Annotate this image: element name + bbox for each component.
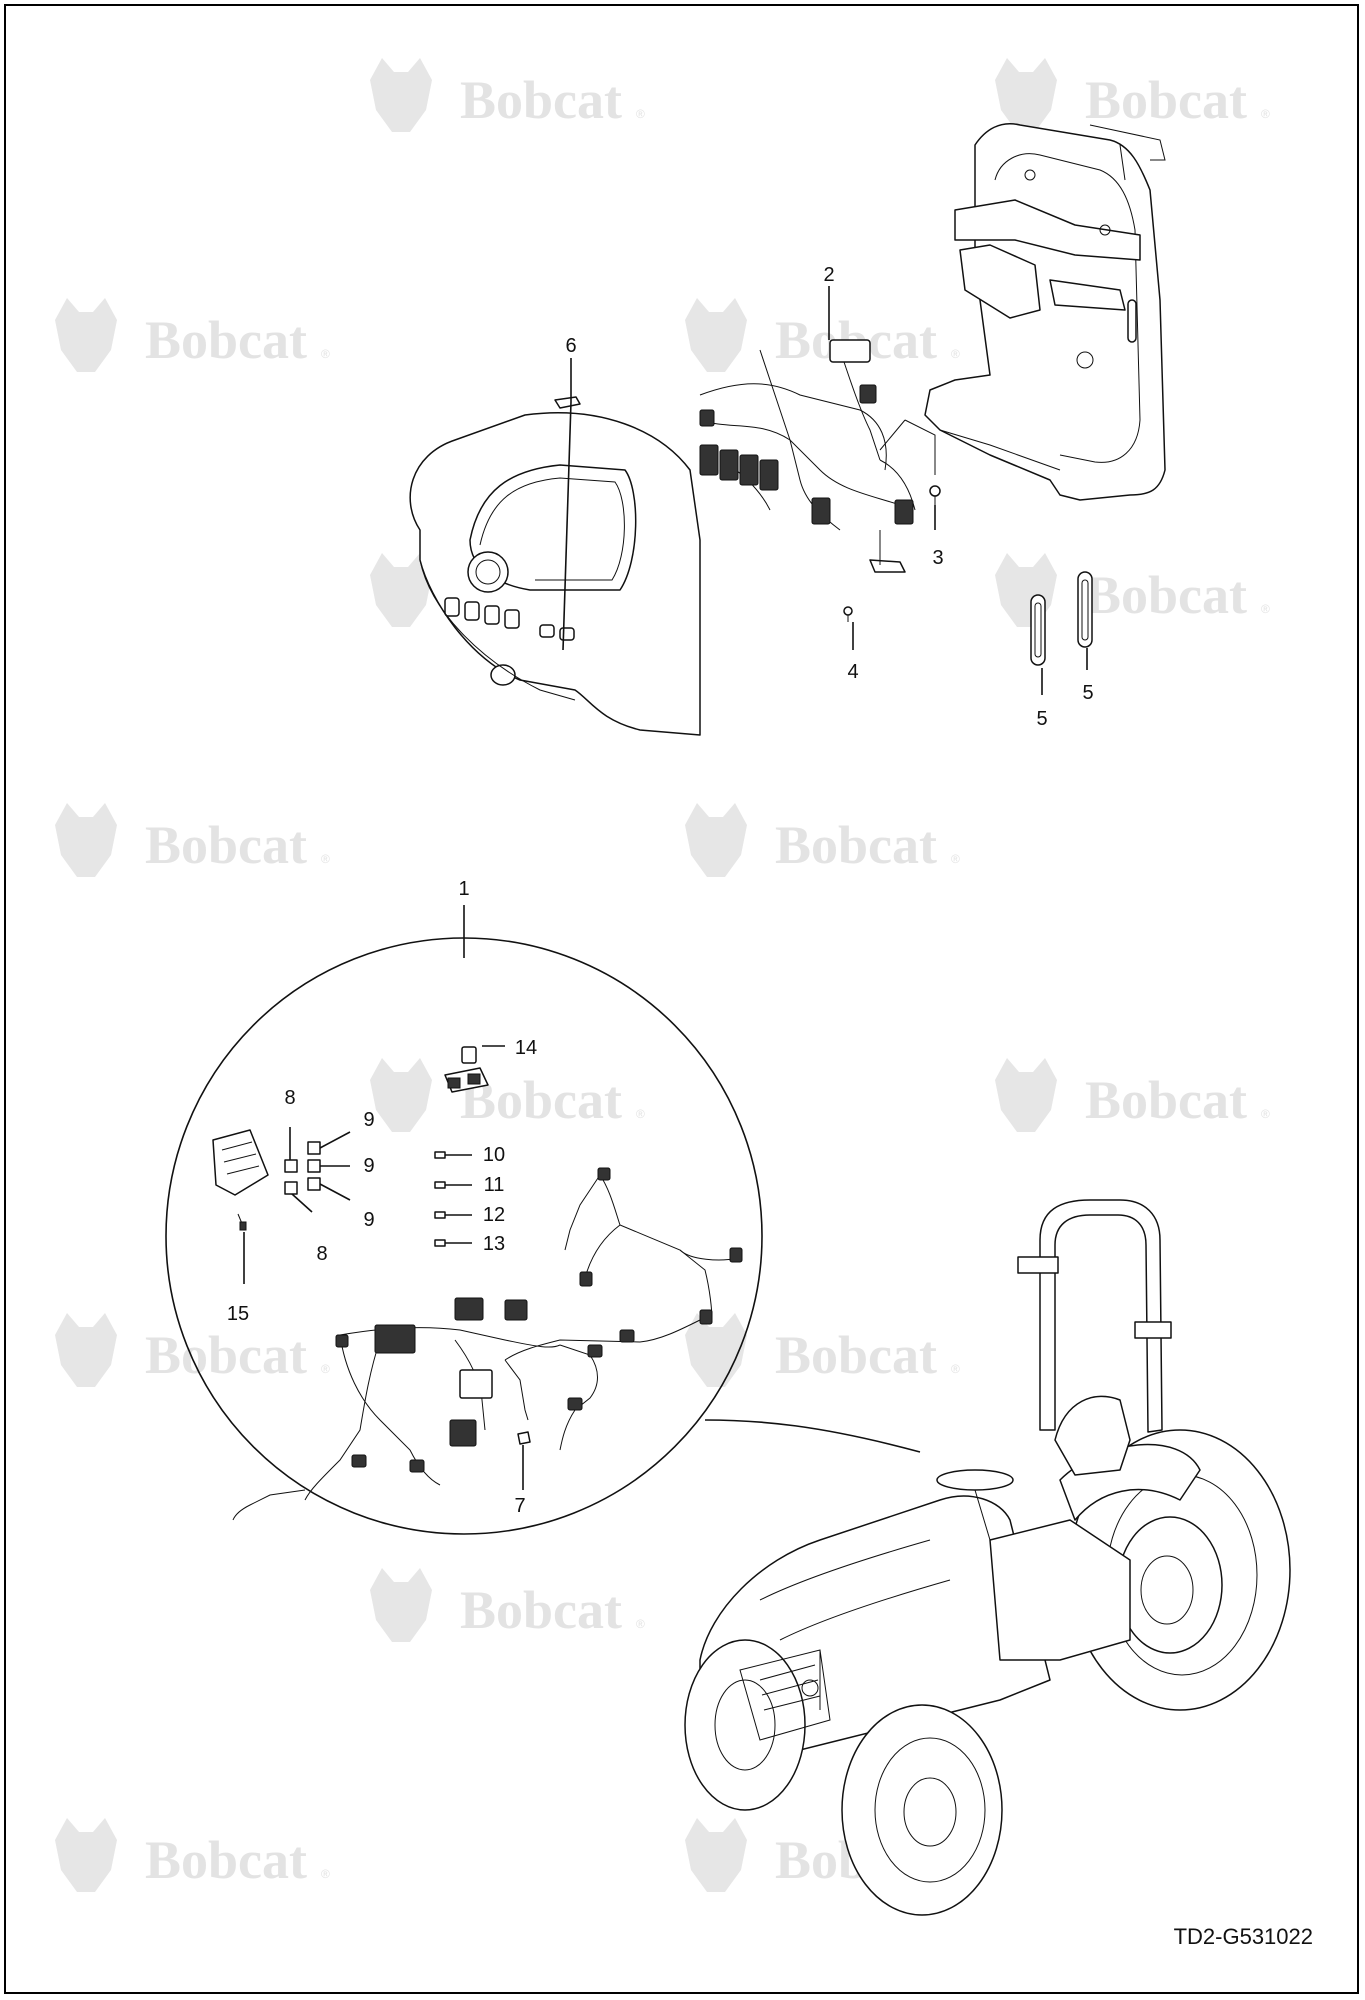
callout-1: 1 bbox=[458, 878, 469, 900]
bobcat-head-logo bbox=[995, 553, 1057, 627]
part-5-spacer-right bbox=[1077, 571, 1093, 648]
watermark-text: Bobcat bbox=[460, 1070, 622, 1130]
callout-9-top: 9 bbox=[363, 1109, 374, 1131]
callout-5-left: 5 bbox=[1036, 708, 1047, 730]
bobcat-watermark: Bobcat ® bbox=[55, 803, 330, 877]
watermark-registered-mark: ® bbox=[321, 1362, 330, 1376]
watermark-text: Bobcat bbox=[1085, 70, 1247, 130]
callout-12: 12 bbox=[483, 1204, 505, 1226]
part-3-screw bbox=[929, 485, 941, 505]
bobcat-watermark: Bobcat ® bbox=[370, 1058, 645, 1132]
watermark-registered-mark: ® bbox=[636, 1617, 645, 1631]
watermark-registered-mark: ® bbox=[1261, 107, 1270, 121]
callout-4: 4 bbox=[847, 661, 858, 683]
callout-9-mid: 9 bbox=[363, 1155, 374, 1177]
bobcat-watermark: Bobcat ® bbox=[995, 553, 1270, 627]
bobcat-watermark: Bobcat ® bbox=[685, 803, 960, 877]
bobcat-head-logo bbox=[685, 803, 747, 877]
watermark-registered-mark: ® bbox=[951, 852, 960, 866]
callout-8-bottom: 8 bbox=[316, 1243, 327, 1265]
bobcat-head-logo bbox=[55, 298, 117, 372]
watermark-registered-mark: ® bbox=[1261, 1107, 1270, 1121]
drawing-frame bbox=[4, 4, 1359, 1994]
bobcat-watermark: Bobcat® bbox=[685, 298, 960, 372]
leader-lines-top bbox=[562, 286, 1088, 695]
leader-lines-detail bbox=[243, 1045, 524, 1490]
bobcat-head-logo bbox=[55, 1313, 117, 1387]
watermark-registered-mark: ® bbox=[636, 1107, 645, 1121]
bobcat-head-logo bbox=[370, 1058, 432, 1132]
drawing-number: TD2-G531022 bbox=[1173, 1924, 1313, 1949]
bobcat-head-logo bbox=[370, 553, 432, 627]
watermark-text: Bobcat bbox=[775, 1325, 937, 1385]
watermark-text: Bobcat bbox=[145, 815, 307, 875]
bobcat-watermark: Bobcat ® bbox=[55, 298, 330, 372]
watermark-text: Bobcat bbox=[145, 310, 307, 370]
bobcat-watermark: Bobcat ® bbox=[55, 1313, 330, 1387]
dash-support-frame-drawing bbox=[924, 123, 1166, 501]
watermark-registered-mark: ® bbox=[951, 347, 960, 361]
bobcat-head-logo bbox=[685, 1818, 747, 1892]
watermark-text: Bobcat bbox=[460, 70, 622, 130]
bobcat-head-logo bbox=[995, 1058, 1057, 1132]
watermark-registered-mark: ® bbox=[321, 347, 330, 361]
callout-3: 3 bbox=[932, 547, 943, 569]
callout-13: 13 bbox=[483, 1233, 505, 1255]
bobcat-head-logo bbox=[685, 1313, 747, 1387]
callout-11: 11 bbox=[484, 1174, 505, 1196]
bobcat-head-logo bbox=[370, 1568, 432, 1642]
part-5-spacer-left bbox=[1030, 594, 1046, 666]
callout-14: 14 bbox=[515, 1037, 537, 1059]
harness-detail-circle bbox=[165, 905, 921, 1535]
callout-8-top: 8 bbox=[284, 1087, 295, 1109]
bobcat-watermark: Bobcat ® bbox=[995, 58, 1270, 132]
callout-9-bottom: 9 bbox=[363, 1209, 374, 1231]
detail-module-parts bbox=[212, 1046, 531, 1445]
watermark-text: Bobcat bbox=[775, 815, 937, 875]
watermark-text: Bobcat bbox=[145, 1325, 307, 1385]
watermark-text: Bobcat bbox=[460, 1580, 622, 1640]
bobcat-watermark: Bobcat ® bbox=[55, 1818, 330, 1892]
callout-15: 15 bbox=[227, 1303, 249, 1325]
callout-5-right: 5 bbox=[1082, 682, 1093, 704]
watermark-registered-mark: ® bbox=[1261, 602, 1270, 616]
watermark-registered-mark: ® bbox=[321, 852, 330, 866]
callout-7: 7 bbox=[514, 1495, 525, 1517]
bobcat-watermark: Bobcat ® bbox=[370, 58, 645, 132]
bobcat-head-logo bbox=[55, 1818, 117, 1892]
bobcat-head-logo bbox=[55, 803, 117, 877]
watermark-text: Bobcat bbox=[1085, 565, 1247, 625]
bobcat-head-logo bbox=[995, 58, 1057, 132]
callout-6: 6 bbox=[565, 335, 576, 357]
watermark-text: Bobcat bbox=[145, 1830, 307, 1890]
bobcat-watermark: Bobcat ® bbox=[995, 1058, 1270, 1132]
bobcat-head-logo bbox=[370, 58, 432, 132]
watermark-registered-mark: ® bbox=[636, 107, 645, 121]
part-4-screw bbox=[843, 606, 853, 622]
bobcat-head-logo bbox=[685, 298, 747, 372]
dashboard-panel-drawing bbox=[409, 412, 701, 736]
part-6-cover bbox=[554, 396, 581, 409]
watermark-registered-mark: ® bbox=[321, 1867, 330, 1881]
watermark-text: Bobcat bbox=[1085, 1070, 1247, 1130]
callout-10: 10 bbox=[483, 1144, 505, 1166]
callout-2: 2 bbox=[823, 264, 834, 286]
dash-harness-drawing bbox=[699, 339, 936, 573]
watermark-registered-mark: ® bbox=[951, 1362, 960, 1376]
detail-main-harness bbox=[232, 1167, 743, 1521]
bobcat-watermark: Bobcat ® bbox=[685, 1313, 960, 1387]
tractor-drawing bbox=[684, 1199, 1291, 1916]
bobcat-watermark: Bobcat ® bbox=[370, 1568, 645, 1642]
